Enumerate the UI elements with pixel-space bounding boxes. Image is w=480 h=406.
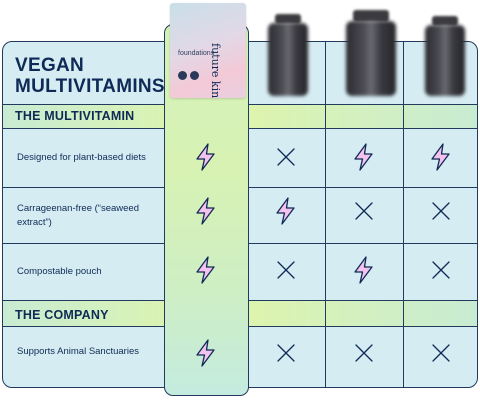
lightning-bolt-icon xyxy=(192,143,220,171)
x-mark-icon xyxy=(427,339,455,367)
x-mark-icon xyxy=(350,197,378,225)
x-mark-icon xyxy=(427,197,455,225)
row-label: Supports Animal Sanctuaries xyxy=(17,346,139,357)
pouch-product-name: foundations xyxy=(178,50,215,57)
row-label: Compostable pouch xyxy=(17,266,102,277)
certification-badge-icon xyxy=(178,71,187,80)
competitor-bottle-image xyxy=(268,14,308,96)
competitor-bottle-image xyxy=(346,10,396,96)
x-mark-icon xyxy=(427,256,455,284)
pouch-badges xyxy=(178,71,199,80)
section-label-company: THE COMPANY xyxy=(15,308,109,322)
page-title: VEGAN MULTIVITAMINS xyxy=(15,55,165,97)
x-mark-icon xyxy=(272,143,300,171)
lightning-bolt-icon xyxy=(192,197,220,225)
product-pouch-image: foundations future kin xyxy=(170,3,246,98)
lightning-bolt-icon xyxy=(427,143,455,171)
x-mark-icon xyxy=(272,339,300,367)
column-divider xyxy=(403,42,404,387)
competitor-bottle-image xyxy=(425,16,465,96)
pouch-brand-name: future kin xyxy=(209,43,222,98)
lightning-bolt-icon xyxy=(350,256,378,284)
row-label: Designed for plant-based diets xyxy=(17,152,146,163)
section-label-multivitamin: THE MULTIVITAMIN xyxy=(15,109,135,123)
x-mark-icon xyxy=(350,339,378,367)
lightning-bolt-icon xyxy=(192,256,220,284)
lightning-bolt-icon xyxy=(192,339,220,367)
x-mark-icon xyxy=(272,256,300,284)
lightning-bolt-icon xyxy=(350,143,378,171)
column-divider xyxy=(325,42,326,387)
lightning-bolt-icon xyxy=(272,197,300,225)
certification-badge-icon xyxy=(190,71,199,80)
row-label: Carrageenan-free (“seaweed extract”) xyxy=(17,203,139,228)
